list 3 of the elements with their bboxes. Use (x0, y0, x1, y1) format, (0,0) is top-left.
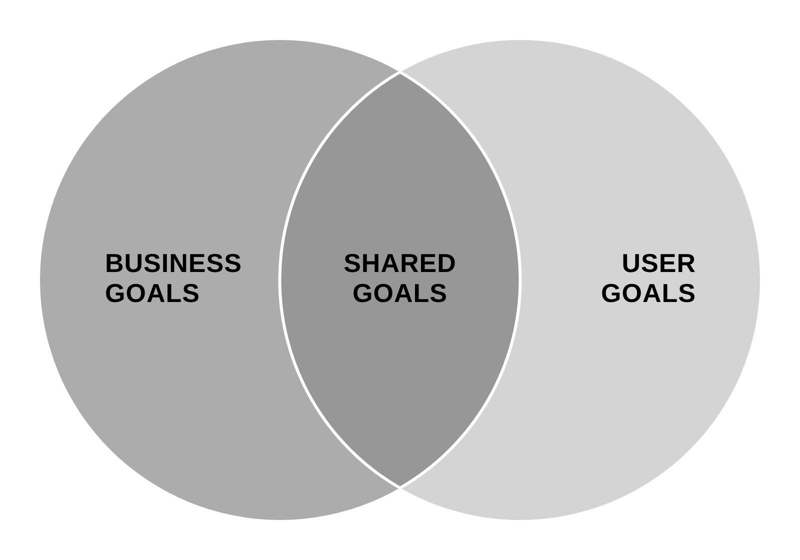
circle-label: BUSINESS GOALS (105, 248, 243, 308)
circle-label: USER GOALS (600, 248, 696, 308)
circle-label: SHARED GOALS (342, 248, 458, 308)
